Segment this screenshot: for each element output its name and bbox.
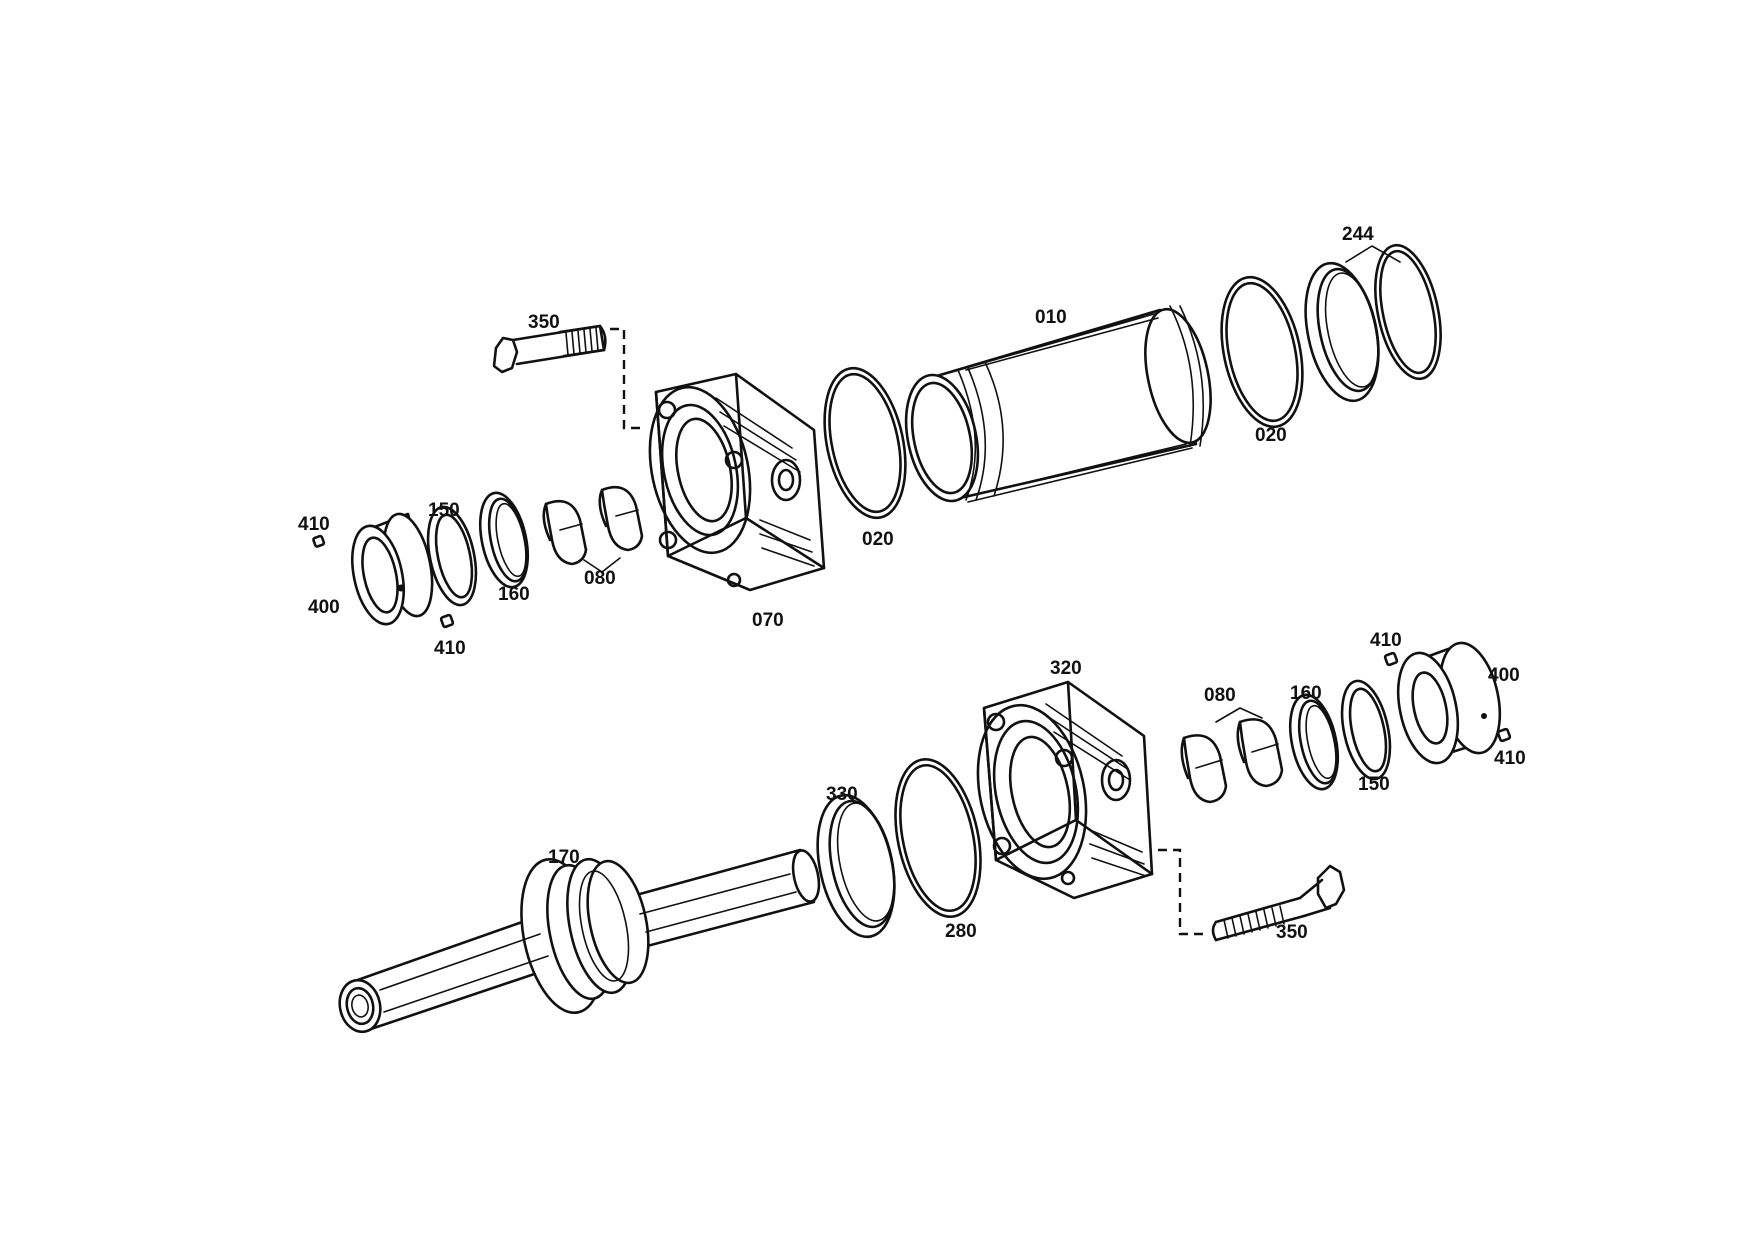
label-400-lower: 400 [1488, 665, 1520, 686]
split-ring-080-lower-b[interactable] [1236, 718, 1284, 788]
label-330: 330 [826, 784, 858, 805]
label-244: 244 [1342, 224, 1374, 245]
seal-330[interactable] [806, 788, 906, 944]
split-ring-080-upper-a[interactable] [542, 499, 588, 566]
nut-400-lower[interactable] [1389, 637, 1509, 768]
label-160-upper: 160 [498, 584, 530, 605]
set-screw-410-lower-b[interactable] [1496, 727, 1512, 743]
label-080-lower: 080 [1204, 685, 1236, 706]
label-320: 320 [1050, 658, 1082, 679]
piston-rod-170[interactable] [335, 848, 823, 1036]
o-ring-020-left[interactable] [812, 361, 918, 525]
cylinder-tube-010[interactable] [895, 303, 1221, 507]
label-170: 170 [548, 847, 580, 868]
split-ring-080-upper-b[interactable] [598, 485, 644, 552]
label-410-upper-a: 410 [298, 514, 330, 535]
label-410-lower-a: 410 [1370, 630, 1402, 651]
set-screw-410-upper-a[interactable] [312, 534, 326, 548]
label-160-lower: 160 [1290, 683, 1322, 704]
label-280: 280 [945, 921, 977, 942]
label-070: 070 [752, 610, 784, 631]
leader-080-lower [1215, 707, 1263, 723]
leader-244 [1345, 245, 1401, 263]
label-020-right: 020 [1255, 425, 1287, 446]
dashed-leader-350-bottom [1158, 848, 1208, 936]
label-080-upper: 080 [584, 568, 616, 589]
flange-070[interactable] [636, 372, 826, 592]
o-ring-020-right[interactable] [1209, 270, 1315, 434]
leader-080-upper [583, 557, 621, 573]
label-400-upper: 400 [308, 597, 340, 618]
flange-320[interactable] [963, 680, 1154, 900]
ring-160-lower[interactable] [1283, 690, 1346, 793]
dashed-leader-350-top [610, 327, 646, 430]
o-ring-280[interactable] [882, 751, 994, 924]
label-350-top: 350 [528, 312, 560, 333]
ring-244-b[interactable] [1365, 239, 1452, 385]
bolt-350-top[interactable] [492, 324, 607, 374]
ring-244-a[interactable] [1294, 256, 1390, 407]
label-150-lower: 150 [1358, 774, 1390, 795]
set-screw-410-lower-a[interactable] [1383, 651, 1399, 667]
ring-150-upper[interactable] [420, 503, 484, 610]
label-410-upper-b: 410 [434, 638, 466, 659]
bolt-350-bottom[interactable] [1211, 864, 1346, 942]
nut-400-upper[interactable] [344, 510, 440, 629]
ring-150-lower[interactable] [1334, 677, 1398, 784]
label-150-upper: 150 [428, 500, 460, 521]
label-010: 010 [1035, 307, 1067, 328]
label-350-bottom: 350 [1276, 922, 1308, 943]
label-020-left: 020 [862, 529, 894, 550]
split-ring-080-lower-a[interactable] [1180, 734, 1228, 804]
ring-160-upper[interactable] [473, 488, 536, 591]
set-screw-410-upper-b[interactable] [439, 613, 455, 629]
label-410-lower-b: 410 [1494, 748, 1526, 769]
